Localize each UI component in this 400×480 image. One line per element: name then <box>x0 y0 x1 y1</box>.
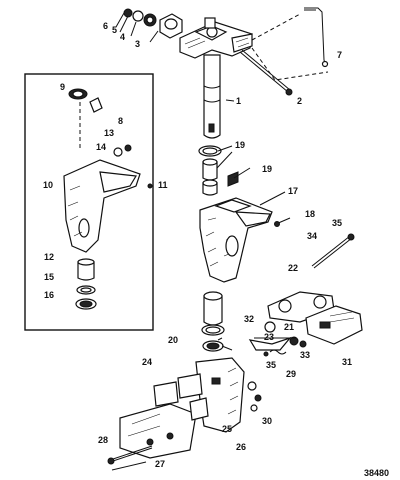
callout-23: 23 <box>264 332 274 342</box>
nuts-29-30 <box>247 381 262 412</box>
callout-34: 34 <box>307 231 317 241</box>
pin-34 <box>311 233 355 269</box>
callout-30: 30 <box>262 416 272 426</box>
callout-31: 31 <box>342 357 352 367</box>
callout-12: 12 <box>44 252 54 262</box>
leader-lines <box>115 12 286 351</box>
callout-29: 29 <box>286 369 296 379</box>
callout-35-lower: 35 <box>266 360 276 370</box>
bushing-stack-3-6 <box>123 8 183 39</box>
callout-16: 16 <box>44 290 54 300</box>
bolts-27-28 <box>107 445 153 471</box>
link-rod-7 <box>251 7 329 81</box>
long-bolt-2 <box>239 49 293 96</box>
callout-32: 32 <box>244 314 254 324</box>
callout-8: 8 <box>118 116 123 126</box>
spring-35 <box>263 349 287 357</box>
drawing-number: 38480 <box>364 468 389 478</box>
callout-labels: 1 2 3 4 5 6 7 8 9 10 11 12 13 14 15 16 1… <box>43 21 389 478</box>
steering-shaft <box>203 54 221 139</box>
screw-18 <box>274 217 291 227</box>
callout-6: 6 <box>103 21 108 31</box>
callout-26: 26 <box>236 442 246 452</box>
callout-35-upper: 35 <box>332 218 342 228</box>
inset-frame <box>24 73 154 331</box>
callout-25: 25 <box>222 424 232 434</box>
callout-27: 27 <box>155 459 165 469</box>
thrust-pads-24 <box>153 373 209 421</box>
callout-28: 28 <box>98 435 108 445</box>
liner-20 <box>201 291 225 352</box>
callout-19-upper: 19 <box>235 140 245 150</box>
callout-9: 9 <box>60 82 65 92</box>
swivel-bracket-17 <box>199 197 273 283</box>
callout-14: 14 <box>96 142 106 152</box>
callout-11: 11 <box>158 180 168 190</box>
inset-swivel-bracket <box>63 88 153 310</box>
callout-21: 21 <box>284 322 294 332</box>
callout-20: 20 <box>168 335 178 345</box>
bushing-set-19 <box>198 145 239 196</box>
reverse-lock-assembly <box>248 291 363 351</box>
callout-19-lower: 19 <box>262 164 272 174</box>
callout-17: 17 <box>288 186 298 196</box>
callout-33: 33 <box>300 350 310 360</box>
callout-1: 1 <box>236 96 241 106</box>
callout-2: 2 <box>297 96 302 106</box>
swivel-head-assembly <box>179 17 253 59</box>
callout-4: 4 <box>120 32 125 42</box>
callout-18: 18 <box>305 209 315 219</box>
callout-13: 13 <box>104 128 114 138</box>
callout-3: 3 <box>135 39 140 49</box>
callout-24: 24 <box>142 357 152 367</box>
callout-22: 22 <box>288 263 298 273</box>
callout-7: 7 <box>337 50 342 60</box>
clamp-bracket-26 <box>119 357 245 459</box>
callout-10: 10 <box>43 180 53 190</box>
callout-5: 5 <box>112 25 117 35</box>
callout-15: 15 <box>44 272 54 282</box>
